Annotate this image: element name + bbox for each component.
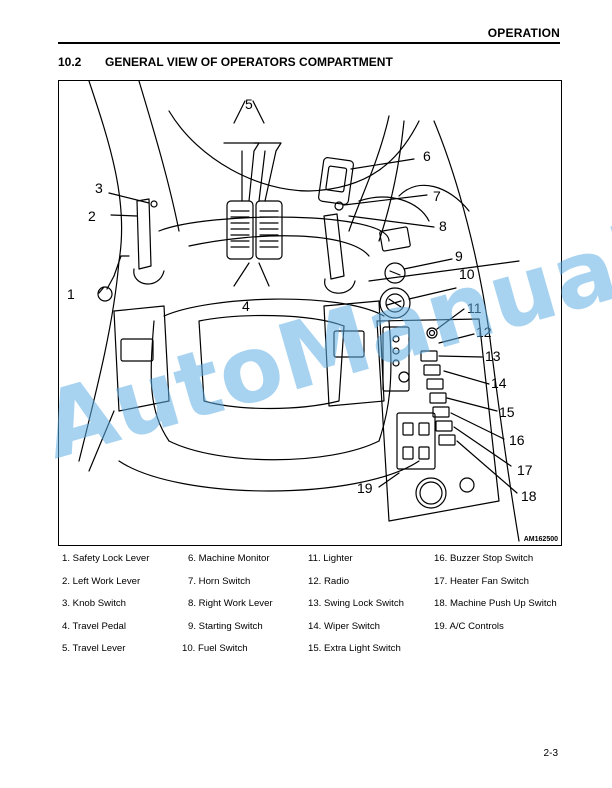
- legend-item-3: 3. Knob Switch: [62, 598, 126, 609]
- callout-4: 4: [242, 298, 250, 314]
- callout-12: 12: [476, 324, 492, 340]
- callout-11: 11: [467, 300, 482, 316]
- figure-code: AM162500: [522, 536, 559, 543]
- compartment-illustration: [78, 81, 520, 542]
- callout-10: 10: [459, 266, 475, 282]
- legend-item-5: 5. Travel Lever: [62, 643, 126, 654]
- legend-item-4: 4. Travel Pedal: [62, 620, 126, 632]
- legend-item-15: 15. Extra Light Switch: [308, 643, 401, 654]
- legend-item-14: 14. Wiper Switch: [308, 620, 380, 632]
- callout-17: 17: [517, 462, 533, 478]
- legend-item-7: 7. Horn Switch: [188, 575, 251, 587]
- callout-2: 2: [88, 208, 96, 224]
- callout-1: 1: [67, 286, 75, 302]
- page-header: OPERATION: [58, 26, 560, 44]
- callout-8: 8: [439, 218, 447, 234]
- section-number: 10.2: [58, 55, 82, 69]
- section-heading: 10.2 GENERAL VIEW OF OPERATORS COMPARTMEN…: [58, 55, 393, 69]
- callout-16: 16: [509, 432, 525, 448]
- legend-item-19: 19. A/C Controls: [434, 620, 504, 632]
- legend-item-8: 8. Right Work Lever: [188, 598, 273, 609]
- legend-item-11: 11. Lighter: [308, 553, 353, 564]
- callout-9: 9: [455, 248, 463, 264]
- callout-5: 5: [245, 96, 253, 112]
- header-title: OPERATION: [487, 26, 560, 40]
- legend-item-2: 2. Left Work Lever: [62, 575, 141, 587]
- legend-item-12: 12. Radio: [308, 575, 350, 587]
- callout-18: 18: [521, 488, 537, 504]
- callout-19: 19: [357, 480, 373, 496]
- legend-item-10: 10. Fuel Switch: [182, 643, 248, 654]
- callout-14: 14: [491, 375, 507, 391]
- legend-item-16: 16. Buzzer Stop Switch: [434, 553, 534, 564]
- legend-item-1: 1. Safety Lock Lever: [62, 553, 150, 564]
- legend-item-17: 17. Heater Fan Switch: [434, 575, 529, 587]
- legend-item-6: 6. Machine Monitor: [188, 553, 270, 564]
- callout-15: 15: [499, 404, 515, 420]
- legend-item-9: 9. Starting Switch: [188, 620, 263, 632]
- callout-6: 6: [423, 148, 431, 164]
- callout-7: 7: [433, 188, 441, 204]
- page-number: 2-3: [543, 748, 558, 759]
- legend-item-18: 18. Machine Push Up Switch: [434, 598, 557, 609]
- section-title: GENERAL VIEW OF OPERATORS COMPARTMENT: [105, 55, 393, 69]
- operator-compartment-figure: 5 6 3 7 2 8 9 10 1 4 11 12 13 14 15 16 1…: [58, 80, 562, 546]
- callout-13: 13: [485, 348, 501, 364]
- callout-3: 3: [95, 180, 103, 196]
- legend-item-13: 13. Swing Lock Switch: [308, 598, 404, 609]
